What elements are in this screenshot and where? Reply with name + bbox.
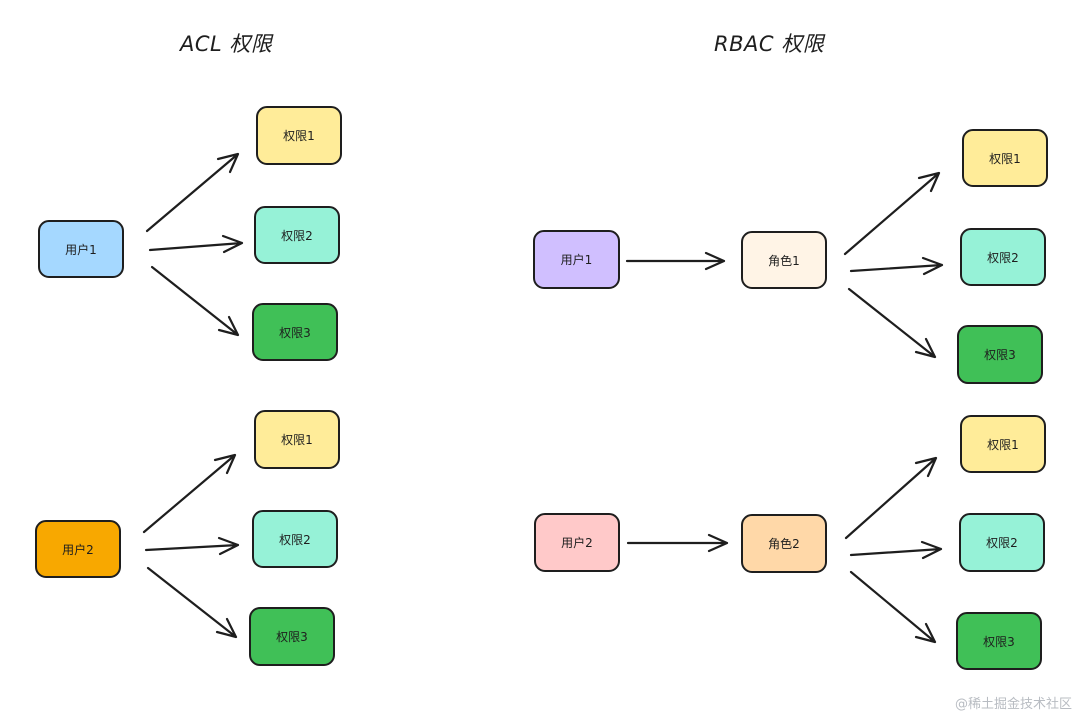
arrow-rbac-r2-p2 — [849, 540, 943, 560]
arrow-rbac-r1-p3 — [847, 287, 937, 359]
acl-user-1: 用户1 — [38, 220, 124, 278]
arrow-rbac-r2-p3 — [849, 570, 937, 644]
acl-user-2-permission-3: 权限3 — [249, 607, 335, 666]
arrow-acl-u2-p2 — [144, 536, 240, 556]
rbac-role-1-permission-1: 权限1 — [962, 129, 1048, 187]
acl-user-1-permission-3: 权限3 — [252, 303, 338, 361]
acl-user-2-permission-2: 权限2 — [252, 510, 338, 568]
acl-user-2: 用户2 — [35, 520, 121, 578]
rbac-role-2: 角色2 — [741, 514, 827, 573]
rbac-user-1: 用户1 — [533, 230, 620, 289]
arrow-acl-u1-p3 — [150, 265, 240, 337]
watermark: @稀土掘金技术社区 — [954, 697, 1072, 712]
arrow-rbac-r1-p2 — [849, 256, 944, 276]
arrow-acl-u2-p1 — [142, 453, 237, 534]
acl-user-2-permission-1: 权限1 — [254, 410, 340, 469]
rbac-role-1-permission-2: 权限2 — [960, 228, 1046, 286]
rbac-user-2: 用户2 — [534, 513, 620, 572]
arrow-acl-u1-p2 — [148, 234, 244, 254]
arrow-rbac-u1-r1 — [625, 251, 726, 271]
acl-user-1-permission-1: 权限1 — [256, 106, 342, 165]
rbac-role-2-permission-1: 权限1 — [960, 415, 1046, 473]
acl-title: ACL 权限 — [180, 32, 273, 56]
rbac-title: RBAC 权限 — [714, 32, 825, 56]
rbac-role-1: 角色1 — [741, 231, 827, 289]
acl-user-1-permission-2: 权限2 — [254, 206, 340, 264]
rbac-role-2-permission-2: 权限2 — [959, 513, 1045, 572]
arrow-rbac-u2-r2 — [626, 533, 729, 553]
rbac-role-2-permission-3: 权限3 — [956, 612, 1042, 670]
arrow-rbac-r1-p1 — [843, 171, 941, 256]
arrow-acl-u1-p1 — [145, 152, 240, 233]
arrow-rbac-r2-p1 — [844, 456, 938, 540]
arrow-acl-u2-p3 — [146, 566, 238, 639]
rbac-role-1-permission-3: 权限3 — [957, 325, 1043, 384]
